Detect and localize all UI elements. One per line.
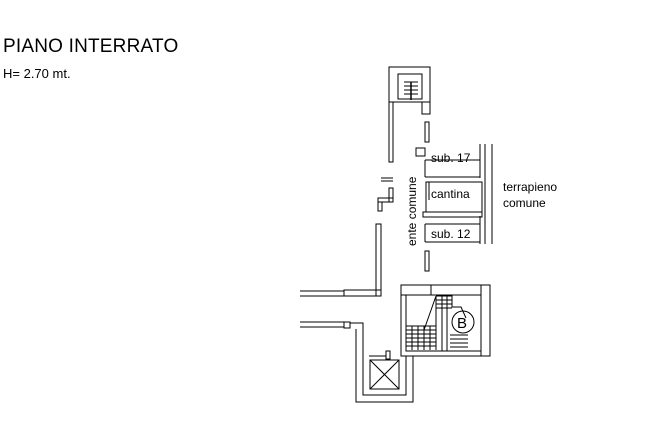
label-stair-b: B xyxy=(457,315,467,332)
label-comune: comune xyxy=(503,196,546,210)
label-sub12: sub. 12 xyxy=(431,227,471,241)
label-sub17: sub. 17 xyxy=(431,151,471,165)
label-cantina: cantina xyxy=(431,187,470,201)
stair-marker-circle xyxy=(451,310,475,334)
corridor-partitions xyxy=(300,177,394,297)
lower-stairwell xyxy=(400,284,491,357)
label-terrapieno: terrapieno xyxy=(503,180,557,194)
upper-corridor-walls xyxy=(388,101,431,163)
top-stair-block xyxy=(388,66,431,103)
plan-title: PIANO INTERRATO xyxy=(3,36,179,57)
ceiling-height-note: H= 2.70 mt. xyxy=(3,66,71,81)
lower-service-room xyxy=(300,321,414,403)
cellar-units xyxy=(422,144,493,272)
label-ente-comune: ente comune xyxy=(405,176,419,246)
